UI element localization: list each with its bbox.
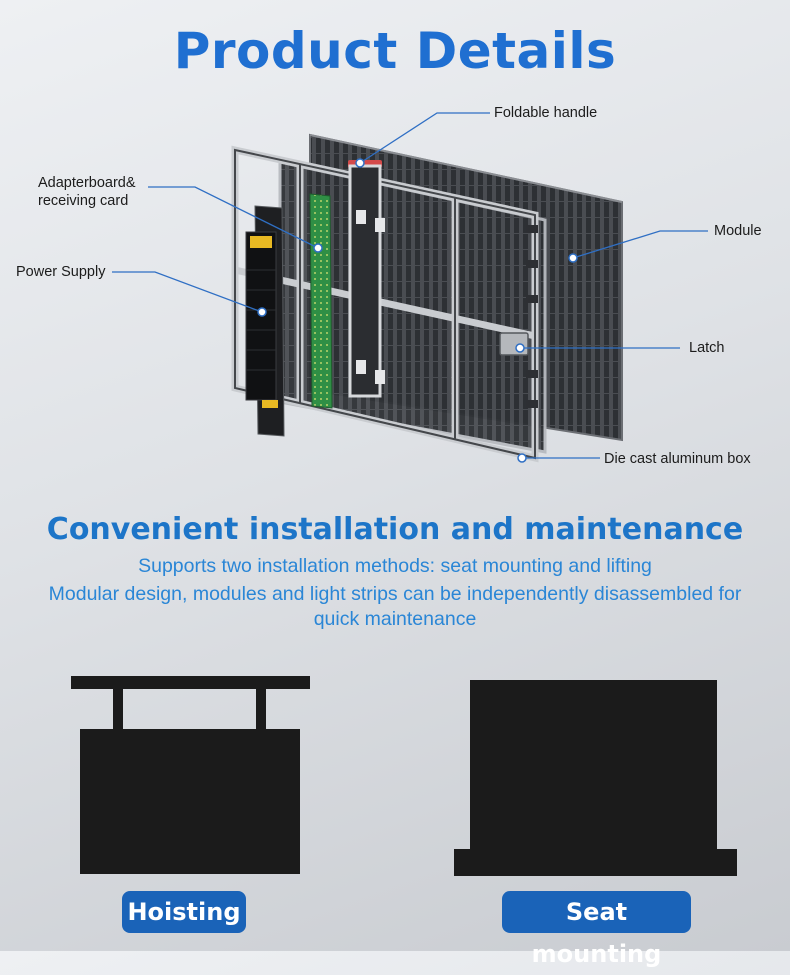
label-module: Module — [714, 223, 762, 239]
installation-desc-line2: Modular design, modules and light strips… — [48, 583, 742, 605]
seat-base — [454, 849, 737, 876]
product-exploded-diagram: Foldable handle Adapterboard& receiving … — [0, 90, 790, 510]
hoisting-screen — [80, 729, 300, 874]
foldable-handle — [348, 160, 385, 398]
label-die-cast-box: Die cast aluminum box — [604, 451, 751, 467]
seat-screen — [470, 680, 717, 850]
label-foldable-handle: Foldable handle — [494, 105, 598, 121]
installation-desc-line3: quick maintenance — [313, 608, 477, 630]
label-adapterboard-line2: receiving card — [38, 193, 129, 209]
led-cabinet-illustration — [112, 112, 708, 463]
seat-mounting-label: Seat mounting — [502, 891, 691, 968]
callout-markers — [257, 158, 578, 463]
hoisting-beam — [71, 676, 310, 689]
leader-lines — [112, 112, 708, 459]
label-adapterboard-line1: Adapterboard& — [38, 175, 136, 191]
label-power-supply: Power Supply — [16, 264, 106, 280]
receiving-card — [309, 193, 333, 409]
hoisting-rod-right — [256, 688, 266, 730]
latch — [499, 332, 529, 356]
power-supply — [245, 205, 285, 437]
hoisting-rod-left — [113, 688, 123, 730]
page-title: Product Details — [173, 22, 617, 80]
installation-desc-line1: Supports two installation methods: seat … — [138, 555, 652, 577]
installation-title: Convenient installation and maintenance — [46, 512, 744, 547]
hoisting-label: Hoisting — [122, 891, 246, 933]
label-latch: Latch — [689, 340, 725, 356]
